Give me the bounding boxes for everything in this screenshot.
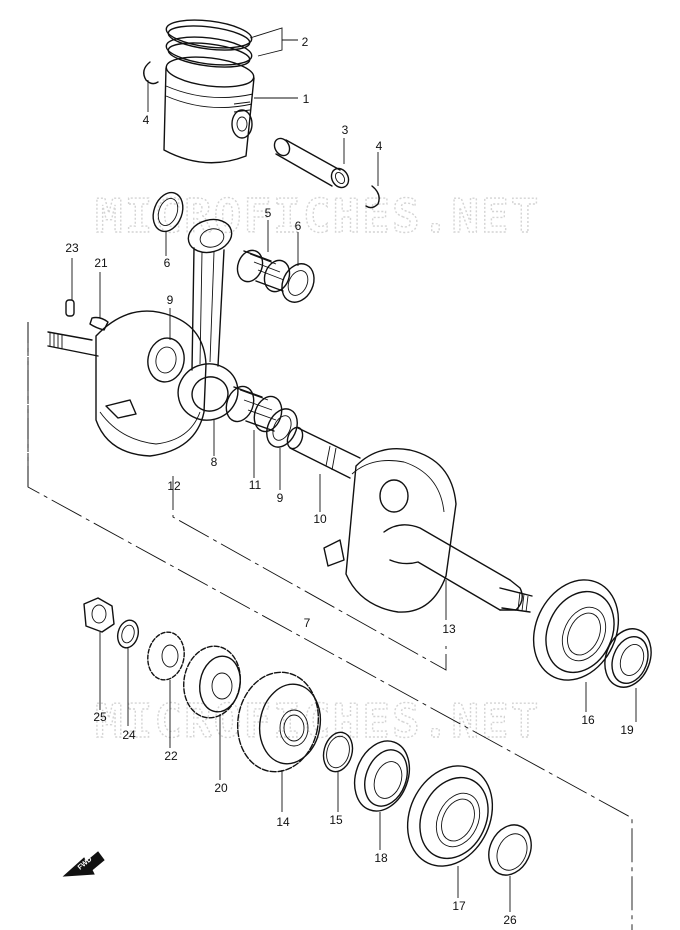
- gear-22: [147, 631, 185, 681]
- callout-13: 13: [442, 622, 456, 636]
- callout-11: 11: [249, 478, 262, 492]
- callout-7: 7: [304, 616, 311, 630]
- callout-18: 18: [374, 851, 388, 865]
- washer-right: [281, 263, 315, 303]
- callout-20: 20: [214, 781, 228, 795]
- callout-14: 14: [276, 815, 290, 829]
- piston-pin: [273, 137, 350, 189]
- watermark-top: MICROFICHES.NET: [95, 189, 540, 243]
- washer-left: [152, 191, 184, 233]
- washer-24: [116, 619, 140, 649]
- callout-1: 1: [303, 92, 310, 106]
- callout-6-right: 6: [295, 219, 302, 233]
- callout-3: 3: [342, 123, 349, 137]
- callout-22: 22: [164, 749, 178, 763]
- circlip-left: [143, 61, 159, 85]
- callout-2: 2: [302, 35, 309, 49]
- callout-4-left: 4: [143, 113, 150, 127]
- callout-9-bottom: 9: [277, 491, 284, 505]
- callout-5: 5: [265, 206, 272, 220]
- crank-pin: [286, 426, 361, 479]
- circlip-15: [322, 731, 354, 773]
- callout-6-left: 6: [164, 256, 171, 270]
- callout-16: 16: [581, 713, 595, 727]
- callout-26: 26: [503, 913, 517, 927]
- callout-24: 24: [122, 728, 136, 742]
- leader-lines: [71, 27, 637, 912]
- gear-20: [183, 645, 241, 719]
- pin-23: [65, 299, 75, 317]
- piston: [163, 56, 255, 164]
- callout-4-right: 4: [376, 139, 383, 153]
- circlip-right: [365, 185, 380, 209]
- oil-seal-18: [353, 740, 411, 812]
- piston-rings: [165, 19, 253, 68]
- ball-bearing-17: [406, 765, 494, 867]
- assembly-frame: [27, 322, 633, 930]
- callout-23: 23: [65, 241, 79, 255]
- callout-8: 8: [211, 455, 218, 469]
- washer-26: [488, 824, 532, 876]
- washer-middle: [266, 408, 298, 448]
- callout-21: 21: [94, 256, 108, 270]
- connecting-rod: [177, 218, 239, 421]
- callout-25: 25: [93, 710, 107, 724]
- callout-17: 17: [452, 899, 466, 913]
- callouts: 2 1 4 3 4 5 6 6 23 21 9 8 11 9 12 10 7 1…: [65, 35, 634, 927]
- callout-9-top: 9: [167, 293, 174, 307]
- callout-15: 15: [329, 813, 343, 827]
- needle-bearing-big-end: [225, 385, 283, 433]
- oil-seal-19: [604, 628, 652, 688]
- callout-10: 10: [313, 512, 327, 526]
- nut-25: [83, 597, 115, 633]
- callout-12: 12: [167, 479, 181, 493]
- crank-half-left: [47, 310, 207, 457]
- ball-bearing-16: [532, 579, 620, 681]
- fwd-direction-badge: FWD: [62, 851, 105, 877]
- fwd-arrow-icon: [62, 851, 105, 877]
- crank-half-right: [323, 448, 533, 613]
- callout-19: 19: [620, 723, 634, 737]
- key-21: [89, 316, 109, 331]
- gear-14: [236, 671, 322, 773]
- needle-bearing-small-end: [236, 249, 291, 293]
